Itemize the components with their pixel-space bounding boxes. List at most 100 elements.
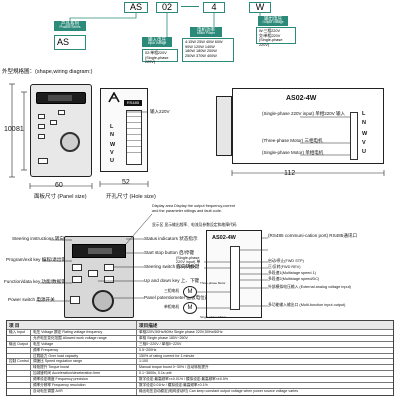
table-cell: 控制 Control [7,359,31,365]
single-phase-motor-label: 单相电机 [164,305,180,309]
power-switch [70,296,80,304]
letter-n: N [110,132,114,138]
table-cell [7,377,31,383]
terminal-letters-right: L N W V U [362,111,372,160]
power-switch-label: Power switch 电源开关 [8,297,55,302]
output-voltage-option-1: W:三相220V [259,29,281,33]
motor-power-option-4: 250W 370W 400W [185,53,217,58]
steering-switch-key [104,276,114,283]
letter-v: V [362,140,366,146]
side-view-bezel [216,96,232,156]
table-cell: 150% of rating current for 1 minute [139,353,195,358]
table-cell: 过载能力 Over load capacity [31,353,137,359]
table-cell [7,335,31,341]
side-three-phase: (Three-phase Motor) 三相电机 [262,138,323,143]
motor-power-option-1: 4:15W 25W 40W 60W [185,40,223,44]
table-cell: 允许电压变化范围 Allowed work voltage range [31,335,137,341]
wiring-model-label: AS02-4W [212,235,236,241]
single-phase-badge: Single-phase Motor [200,315,227,319]
table-cell: 数字设定0.01Hz / 模拟设定:最高频率×0.1% [139,383,208,388]
tag-output-voltage: 输出电压 Output Voltage [258,16,288,26]
table-cell: 电压 Voltage [31,341,137,347]
dimension-title: 外型規格圖：(shape,wiring diagram:) [2,69,93,75]
table-row: 转矩提升 Torque boost Manual torque boost 0~… [7,365,393,372]
hole-size-label: 开孔尺寸 (Hole size) [106,194,156,200]
letter-v: V [110,150,114,156]
tag-product-series-en: Product Series [59,25,81,29]
table-cell: 电压 Voltage 额定 Rating voltage frequency [31,330,137,335]
up-down-label: Up and down key 上、下键 [144,278,200,283]
motor-power-option-2: 90W 120W 140W [185,44,215,49]
spec-table: 项 目 项目描述 输入 Input 电压 Voltage 额定 Rating v… [6,320,394,396]
rs485-port-label: (RS485 communi-cation port) RS485通讯口 [268,233,358,238]
three-phase-motor-circle: M [183,286,197,298]
side-terminal-block [350,112,358,160]
input-voltage-option-1: 02:单相220V [145,51,167,55]
table-row: 加减速时间 Acceleration/deceleration time 0.1… [7,371,393,378]
tag-output-voltage-en: Output Voltage [262,20,284,24]
program-exit-label: Program/exit key 编程/退出键 [6,257,66,262]
input-220v-label: 输入220V [150,109,170,114]
letter-l: L [362,111,366,117]
rs485-tag: RS485 [124,100,142,106]
table-cell [7,353,31,359]
dim-112: 112 [284,170,296,177]
code-output-box: W [249,2,271,13]
front-panel-keys [36,110,86,140]
table-cell [7,371,31,377]
table-cell: 单相 Single phase 180V~260V [139,335,188,340]
table-cell [7,365,31,371]
three-phase-badge: Three-phase Motor [200,281,226,285]
table-row: 频率 Frequency 0.5~200Hz [7,347,393,354]
header-description: 项目描述 [139,323,158,328]
table-row: 允许电压变化范围 Allowed work voltage range 单相 S… [7,335,393,342]
code-series-box: AS [124,2,148,13]
multi-function-output-label: 多功能输入输出口 (Multi-function input output) [268,303,346,307]
table-cell: 0.1~3600s, 0.1s unit [139,371,172,376]
code-voltage-box: 02 [156,2,178,13]
steering-switch-label: Steering switch 方向转换键 [144,264,200,269]
up-down-key [88,270,98,277]
motor-power-option-3: 180W 180W 200W [185,49,217,54]
front-panel-power-switch [38,158,48,164]
table-cell: 单相220V,50Hz/60Hz Single phase 220V,50Hz/… [139,330,223,334]
external-analog-label: 外部模拟电压输入 (External analog voltage input) [268,285,351,289]
table-row: 输入 Input 电压 Voltage 额定 Rating voltage fr… [7,330,393,336]
tag-input-voltage: 输入电压 Input Voltage [142,37,172,47]
spec-table-header: 项 目 项目描述 [7,321,393,330]
letter-l: L [110,124,114,130]
table-cell: 三相0~220V / 单相0~220V [139,341,182,346]
multi-speed-1-label: 多段速1(Multistage speed 1) [268,271,316,275]
display-area-label: Display area Display the output frequenc… [152,204,235,213]
tag-motor-power-cn: 电机功率 [197,26,215,32]
single-phase-input-label: (Single-phase 220V input) 单相220V输入 [176,256,201,269]
multi-speed-2-label: 多段速2(Multistage speed/DC) [268,277,320,281]
table-row: 控制 Control 调速比 Speed regulation range 1:… [7,359,393,366]
motor-power-options: 4:15W 25W 40W 60W 90W 120W 140W 180W 180… [182,38,234,62]
dim-81: 81 [16,126,24,133]
front-panel-digits [48,95,72,101]
three-phase-motor-label: 三相电机 [164,289,180,293]
output-voltage-options: W:三相220V 交/单相220V (Single-phase 220V) [256,27,296,47]
tag-output-voltage-cn: 输出电压 [264,15,282,21]
table-cell: 0.5~200Hz [139,347,157,352]
code-power-box: 4 [203,2,225,13]
hole-logo [108,92,120,103]
start-stop-label: Start stop button 启/停键 [144,250,195,255]
stop-rev-label: 正/反转(FWD REV) [268,265,301,269]
table-cell: 转矩提升 Torque boost [31,365,137,371]
input-voltage-option-2: (Single-phase 220V) [145,55,169,65]
front-panel-knob [60,132,80,152]
panel-size-label: 面板尺寸 (Panel size) [34,194,87,200]
table-cell: 频率 Frequency [31,347,137,353]
table-cell [7,383,31,388]
table-cell: 加减速时间 Acceleration/deceleration time [31,371,137,377]
dim-52: 52 [122,179,130,186]
table-cell: 输出电压自动稳定(电网波动时) Can keep constant output… [139,388,298,393]
table-cell: 1:100 [139,359,148,364]
letter-u: U [362,149,366,155]
status-indicators-label: Status indicators 状态指示 [144,236,198,241]
function-save-label: Function/data key 功能/数据键 [4,279,66,284]
